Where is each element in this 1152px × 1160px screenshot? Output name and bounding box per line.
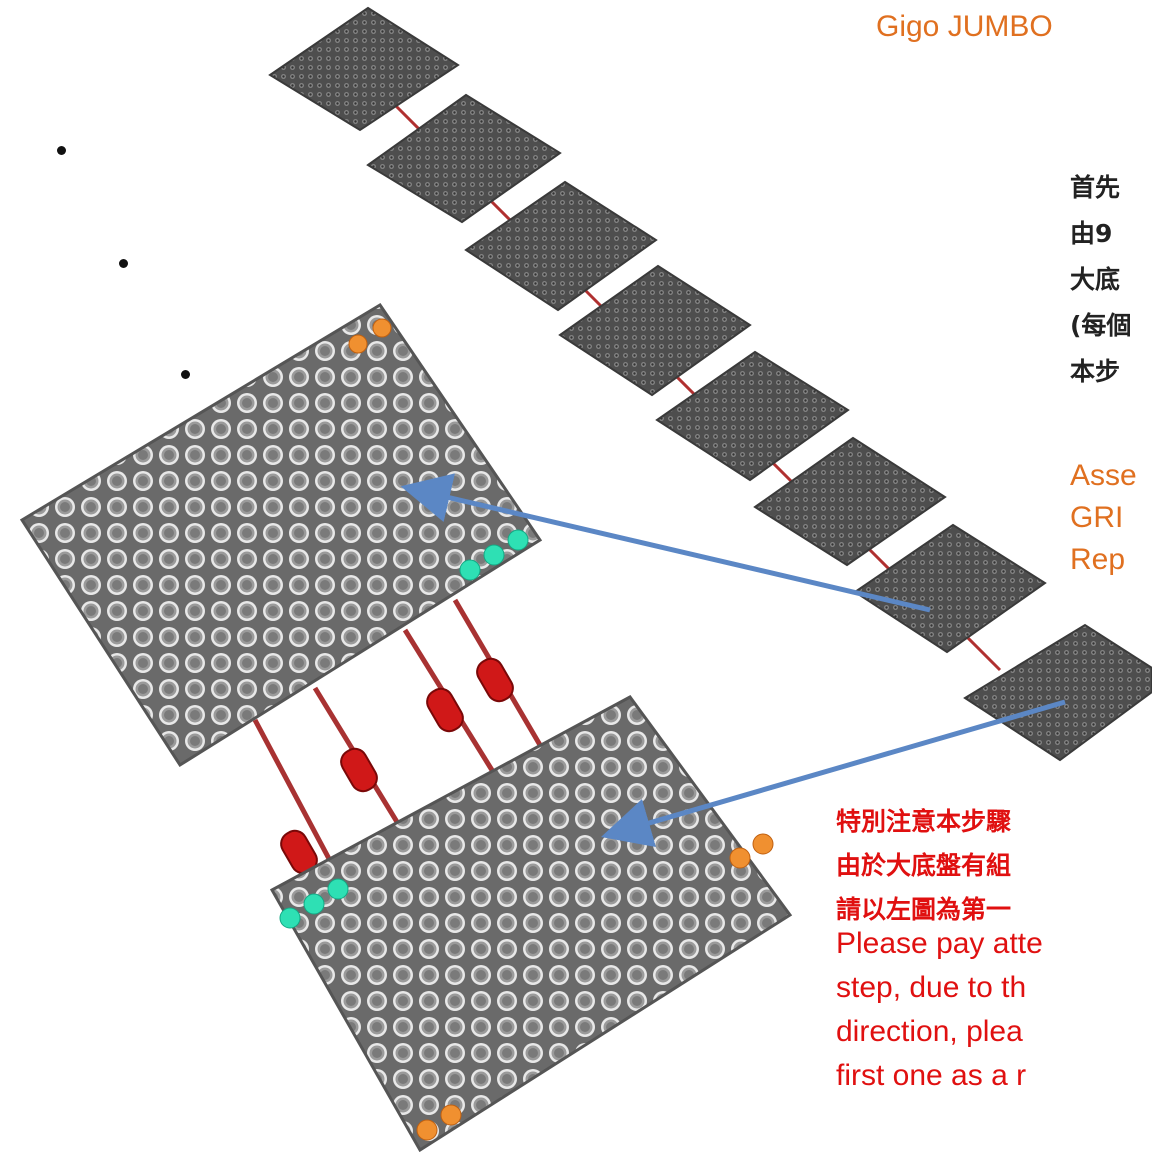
bullet-2 <box>119 259 128 268</box>
small-plate-6 <box>753 436 947 567</box>
instruction-zh-line: 首先 <box>1070 173 1121 202</box>
instruction-zh-line: 本步 <box>1070 357 1121 386</box>
small-plate-5 <box>655 350 850 482</box>
teal-pegs <box>279 529 529 929</box>
instruction-en-line: Asse <box>1070 459 1137 492</box>
large-plate-bottom <box>269 695 793 1153</box>
instructions-en: Asse GRI Rep <box>1070 455 1137 581</box>
warning-zh: 特別注意本步驟 由於大底盤有組 請以左圖為第一 <box>836 800 1011 932</box>
warning-en-line: first one as a r <box>836 1059 1027 1092</box>
warning-zh-line: 特別注意本步驟 <box>836 807 1012 836</box>
large-plate-top <box>19 302 543 768</box>
warning-en-line: step, due to th <box>836 971 1027 1004</box>
warning-zh-line: 由於大底盤有組 <box>836 851 1012 880</box>
pointer-arrows <box>400 473 1066 848</box>
warning-zh-line: 請以左圖為第一 <box>836 895 1012 924</box>
orange-pegs <box>348 318 774 1141</box>
instruction-zh-line: (每個 <box>1070 311 1132 340</box>
small-plate-2 <box>366 93 562 224</box>
red-tubes <box>280 657 514 875</box>
instruction-en-line: Rep <box>1070 543 1126 576</box>
warning-en-line: Please pay atte <box>836 927 1043 960</box>
plate-chain <box>268 6 1152 762</box>
instruction-zh-line: 大底 <box>1070 265 1121 294</box>
warning-en: Please pay atte step, due to th directio… <box>836 922 1043 1098</box>
small-plate-3 <box>464 180 658 312</box>
instruction-en-line: GRI <box>1070 501 1124 534</box>
small-plate-7 <box>853 523 1047 654</box>
header-title: Gigo JUMBO <box>876 10 1053 43</box>
bullet-1 <box>57 146 66 155</box>
instructions-zh: 首先 由9 大底 (每個 本步 <box>1070 165 1131 395</box>
instruction-zh-line: 由9 <box>1070 219 1113 248</box>
warning-en-line: direction, plea <box>836 1015 1023 1048</box>
small-plate-4 <box>558 264 752 397</box>
bullet-3 <box>181 370 190 379</box>
small-plate-8 <box>963 623 1152 762</box>
small-plate-1 <box>268 6 460 132</box>
